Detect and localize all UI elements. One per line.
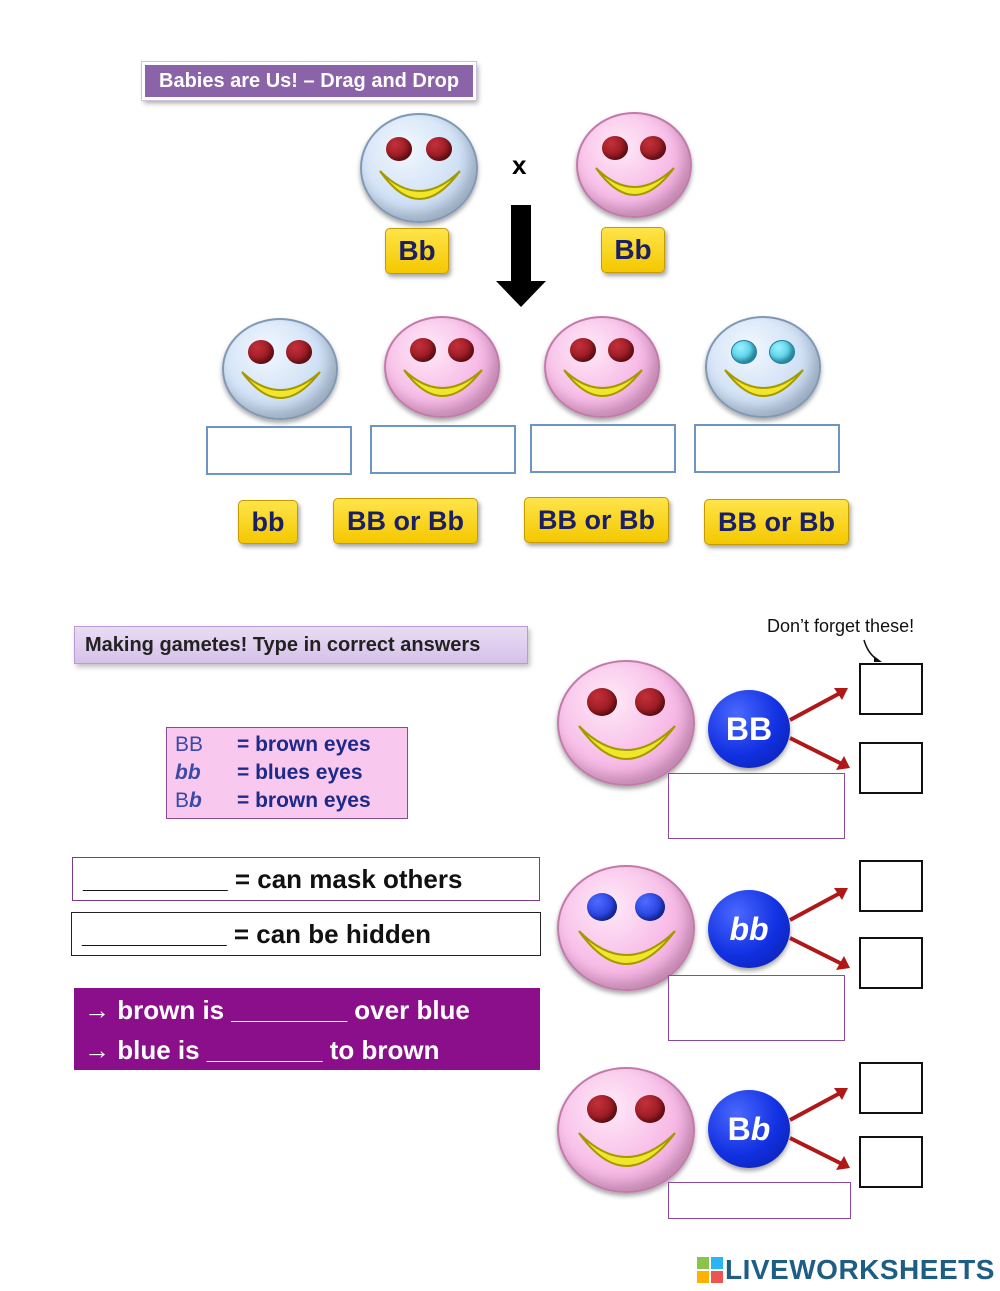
- answer-blank[interactable]: __________: [82, 919, 227, 949]
- note-arrow-icon: [863, 639, 882, 662]
- liveworksheets-brand: LIVEWORKSHEETS: [725, 1254, 995, 1285]
- parent-genotype-2: Bb: [601, 227, 665, 273]
- statement-tail: over blue: [354, 995, 470, 1025]
- drag-label-2[interactable]: BB or Bb: [333, 498, 478, 544]
- genotype-legend: BB = brown eyes bb = blues eyes Bb = brown …: [166, 727, 408, 819]
- gamete-face-2: [557, 865, 695, 991]
- phenotype-input-3[interactable]: [668, 1182, 851, 1219]
- eye-icon: [570, 338, 596, 362]
- legend-meaning: = brown eyes: [237, 789, 371, 812]
- eye-icon: [410, 338, 436, 362]
- eye-icon: [640, 136, 666, 160]
- eye-icon: [248, 340, 274, 364]
- smile-icon: [403, 369, 483, 397]
- smile-icon: [724, 369, 804, 397]
- legend-meaning: = brown eyes: [237, 733, 371, 756]
- definition-text: = can mask others: [234, 864, 463, 894]
- dominant-definition-row: __________ = can mask others: [72, 857, 540, 901]
- eye-icon: [587, 893, 617, 921]
- drag-label-1[interactable]: bb: [238, 500, 298, 544]
- section2-title: Making gametes! Type in correct answers: [74, 626, 528, 664]
- eye-icon: [448, 338, 474, 362]
- drag-label-3[interactable]: BB or Bb: [524, 497, 669, 543]
- smile-icon: [379, 170, 461, 200]
- legend-key: Bb: [175, 789, 202, 812]
- statement-lead: blue is: [117, 1035, 200, 1065]
- legend-row: BB = brown eyes: [175, 731, 399, 759]
- statement-row: → brown is ________ over blue: [84, 990, 530, 1030]
- answer-blank[interactable]: __________: [83, 864, 228, 894]
- split-arrows-icon: [789, 688, 850, 770]
- eye-icon: [731, 340, 757, 364]
- gamete-input-2b[interactable]: [859, 937, 923, 989]
- eye-icon: [635, 688, 665, 716]
- liveworksheets-logo-icon: [697, 1257, 723, 1283]
- statement-lead: brown is: [117, 995, 225, 1025]
- gamete-input-3b[interactable]: [859, 1136, 923, 1188]
- answer-blank[interactable]: ________: [206, 1035, 323, 1065]
- child-face-2: [384, 316, 500, 418]
- arrow-icon: →: [84, 995, 110, 1025]
- smile-icon: [578, 1132, 676, 1167]
- definition-text: = can be hidden: [233, 919, 432, 949]
- legend-row: Bb = brown eyes: [175, 787, 399, 815]
- legend-key: bb: [175, 761, 201, 784]
- smile-icon: [241, 371, 321, 399]
- drop-target-child-1[interactable]: [206, 426, 352, 475]
- section1-title: Babies are Us! – Drag and Drop: [140, 61, 478, 101]
- gamete-input-1a[interactable]: [859, 663, 923, 715]
- genotype-circle-2: bb: [708, 890, 790, 968]
- phenotype-input-2[interactable]: [668, 975, 845, 1041]
- statement-tail: to brown: [329, 1035, 440, 1065]
- arrow-icon: →: [84, 1035, 110, 1065]
- split-arrows-icon: [789, 888, 850, 970]
- drop-target-child-4[interactable]: [694, 424, 840, 473]
- eye-icon: [426, 137, 452, 161]
- cross-symbol: x: [512, 150, 527, 180]
- legend-row: bb = blues eyes: [175, 759, 399, 787]
- drop-target-child-3[interactable]: [530, 424, 676, 473]
- eye-icon: [386, 137, 412, 161]
- drag-label-4[interactable]: BB or Bb: [704, 499, 849, 545]
- child-face-4: [705, 316, 821, 418]
- arrow-down-icon: [496, 205, 546, 307]
- genotype-circle-1: BB: [708, 690, 790, 768]
- genotype-circle-3: Bb: [708, 1090, 790, 1168]
- gamete-face-3: [557, 1067, 695, 1193]
- child-face-3: [544, 316, 660, 418]
- gamete-face-1: [557, 660, 695, 786]
- split-arrows-icon: [789, 1088, 850, 1170]
- smile-icon: [595, 167, 675, 196]
- eye-icon: [769, 340, 795, 364]
- legend-key: BB: [175, 733, 204, 756]
- drop-target-child-2[interactable]: [370, 425, 516, 474]
- eye-icon: [635, 893, 665, 921]
- eye-icon: [608, 338, 634, 362]
- legend-meaning: = blues eyes: [237, 761, 363, 784]
- statement-row: → blue is ________ to brown: [84, 1030, 530, 1070]
- smile-icon: [578, 930, 676, 965]
- statements-panel: → brown is ________ over blue → blue is …: [74, 988, 540, 1070]
- answer-blank[interactable]: ________: [231, 995, 348, 1025]
- parent-genotype-1: Bb: [385, 228, 449, 274]
- eye-icon: [602, 136, 628, 160]
- recessive-definition-row: __________ = can be hidden: [71, 912, 541, 956]
- parent-face-2: [576, 112, 692, 218]
- eye-icon: [286, 340, 312, 364]
- gamete-input-2a[interactable]: [859, 860, 923, 912]
- parent-face-1: [360, 113, 478, 223]
- note-text: Don’t forget these!: [767, 616, 915, 636]
- child-face-1: [222, 318, 338, 420]
- eye-icon: [587, 1095, 617, 1123]
- smile-icon: [578, 725, 676, 760]
- gamete-input-3a[interactable]: [859, 1062, 923, 1114]
- eye-icon: [635, 1095, 665, 1123]
- eye-icon: [587, 688, 617, 716]
- smile-icon: [563, 369, 643, 397]
- phenotype-input-1[interactable]: [668, 773, 845, 839]
- gamete-input-1b[interactable]: [859, 742, 923, 794]
